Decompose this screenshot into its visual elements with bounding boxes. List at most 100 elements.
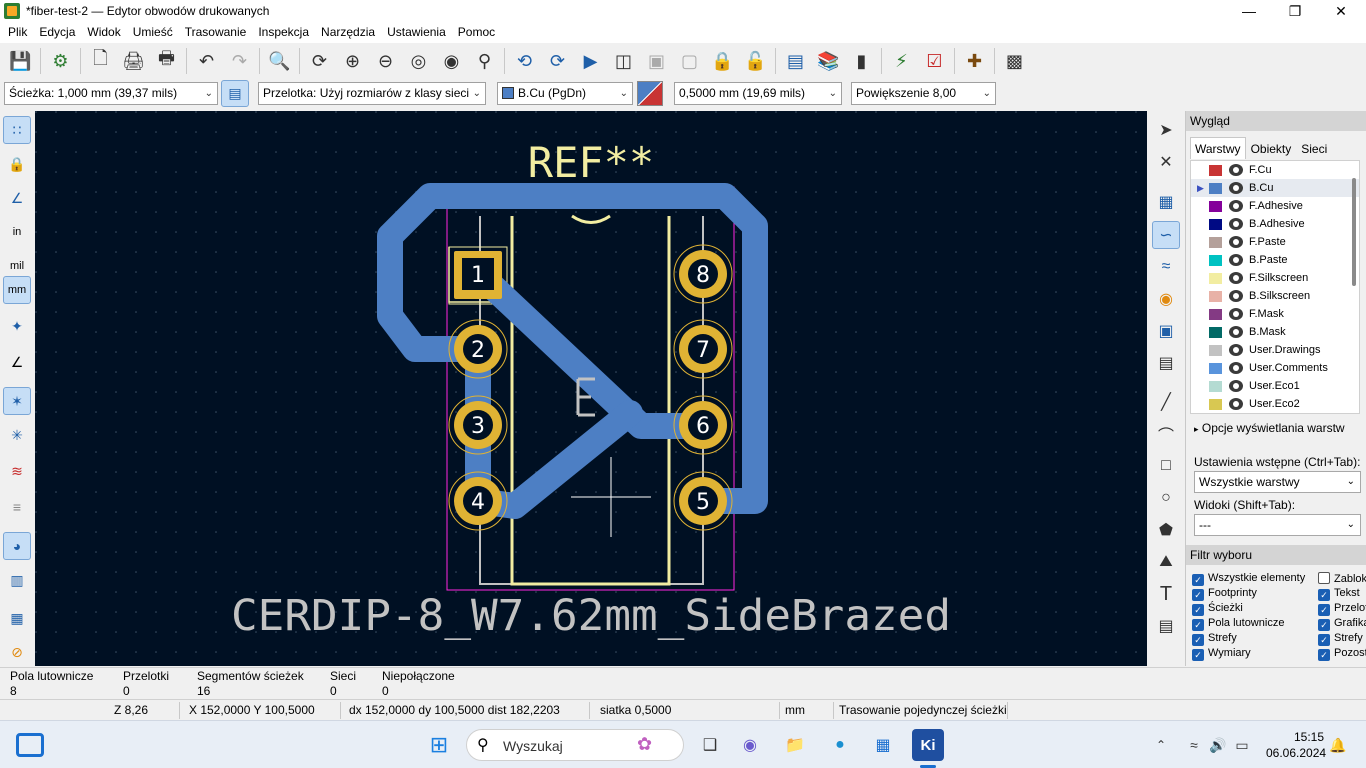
filter-checkbox[interactable]: ✓Strefy	[1192, 632, 1237, 646]
filter-checkbox[interactable]: ✓Footprinty	[1192, 587, 1257, 601]
draw-circle-icon[interactable]: ○	[1161, 489, 1171, 506]
rotate-ccw-icon[interactable]: ⟲	[516, 50, 533, 71]
menu-trasowanie[interactable]: Trasowanie	[184, 25, 247, 39]
ratsnest-angle-icon[interactable]: ∠	[10, 353, 24, 370]
layer-color-swatch[interactable]	[1209, 165, 1222, 176]
tab-nets[interactable]: Sieci	[1301, 142, 1328, 156]
notification-bell-icon[interactable]: 🔔	[1329, 736, 1347, 753]
visibility-eye-icon[interactable]	[1229, 164, 1243, 176]
layer-row[interactable]: B.Mask	[1191, 323, 1359, 341]
layer-color-swatch[interactable]	[1209, 273, 1222, 284]
visibility-eye-icon[interactable]	[1229, 344, 1243, 356]
layer-row[interactable]: F.Adhesive	[1191, 197, 1359, 215]
menu-umiesc[interactable]: Umieść	[132, 25, 173, 39]
filter-checkbox[interactable]: ✓Strefy	[1318, 632, 1363, 646]
grid-override-icon[interactable]: 🔒	[8, 155, 26, 172]
via-size-select[interactable]: Przelotka: Użyj rozmiarów z klasy sieci …	[258, 82, 486, 105]
update-pcb-icon[interactable]: ⚡	[895, 50, 908, 71]
scripting-console-icon[interactable]: ▩	[1005, 50, 1023, 71]
visibility-eye-icon[interactable]	[1229, 218, 1243, 230]
close-button[interactable]: ✕	[1335, 3, 1347, 19]
auto-track-width-button[interactable]: ▤	[221, 80, 249, 107]
edge-icon[interactable]: ●	[835, 736, 845, 753]
track-width-select[interactable]: Ścieżka: 1,000 mm (39,37 mils) ⌄	[4, 82, 218, 105]
drc-icon[interactable]: ☑	[926, 50, 943, 71]
add-via-icon[interactable]: ◉	[1159, 291, 1173, 308]
units-mm-icon[interactable]: mm	[3, 276, 31, 304]
layer-row[interactable]: F.Silkscreen	[1191, 269, 1359, 287]
layer-color-swatch[interactable]	[1209, 309, 1222, 320]
filter-checkbox[interactable]: Zablok	[1318, 572, 1366, 585]
layer-color-swatch[interactable]	[1209, 381, 1222, 392]
mirror-icon[interactable]: ◫	[614, 50, 632, 71]
layer-row[interactable]: F.Cu	[1191, 161, 1359, 179]
add-footprint-icon[interactable]: ▦	[1158, 194, 1174, 211]
chevron-up-icon[interactable]: ⌃	[1155, 738, 1167, 752]
filter-checkbox[interactable]: ✓Pozost	[1318, 647, 1366, 661]
task-view-icon[interactable]: ❑	[702, 737, 718, 754]
find-icon[interactable]: 🔍	[268, 50, 291, 71]
draw-arc-icon[interactable]: ⌒	[1157, 428, 1174, 445]
route-track-icon[interactable]: ∽	[1152, 221, 1180, 249]
visibility-eye-icon[interactable]	[1229, 272, 1243, 284]
visibility-eye-icon[interactable]	[1229, 398, 1243, 410]
lock-icon[interactable]: 🔒	[711, 50, 734, 71]
zone-display-icon[interactable]: ⊘	[11, 643, 23, 660]
menu-edycja[interactable]: Edycja	[39, 25, 76, 39]
filter-checkbox[interactable]: ✓Grafika	[1318, 617, 1366, 631]
layer-color-swatch[interactable]	[1209, 237, 1222, 248]
units-mil-icon[interactable]: mil	[9, 260, 25, 272]
visibility-eye-icon[interactable]	[1229, 380, 1243, 392]
draw-polygon-icon[interactable]: ⬟	[1159, 522, 1173, 539]
visibility-eye-icon[interactable]	[1229, 362, 1243, 374]
layer-row[interactable]: F.Mask	[1191, 305, 1359, 323]
add-textbox-icon[interactable]: ▤	[1158, 618, 1174, 635]
show-ratsnest-icon[interactable]: ✶	[3, 387, 31, 415]
zoom-out-icon[interactable]: ⊖	[377, 50, 394, 71]
add-text-icon[interactable]: T	[1159, 582, 1173, 605]
layer-row[interactable]: User.Eco1	[1191, 377, 1359, 395]
views-select[interactable]: --- ⌄	[1194, 514, 1361, 536]
zoom-selection-icon[interactable]: ⚲	[477, 50, 492, 71]
layer-color-swatch[interactable]	[1209, 327, 1222, 338]
filter-checkbox[interactable]: ✓Wszystkie elementy	[1192, 572, 1305, 586]
flip-icon[interactable]: ▶	[583, 50, 598, 71]
show-schematic-icon[interactable]: ✚	[966, 50, 983, 71]
layer-color-swatch[interactable]	[1209, 183, 1222, 194]
layer-row[interactable]: B.Adhesive	[1191, 215, 1359, 233]
menu-ustawienia[interactable]: Ustawienia	[387, 25, 446, 39]
save-icon[interactable]: 💾	[9, 50, 32, 71]
layer-row[interactable]: User.Comments	[1191, 359, 1359, 377]
zoom-in-icon[interactable]: ⊕	[344, 50, 361, 71]
filter-checkbox[interactable]: ✓Ścieżki	[1192, 602, 1243, 616]
visibility-eye-icon[interactable]	[1229, 254, 1243, 266]
visibility-eye-icon[interactable]	[1229, 290, 1243, 302]
redo-icon[interactable]: ↷	[231, 50, 248, 71]
wifi-icon[interactable]: ≈	[1190, 737, 1198, 753]
file-explorer-icon[interactable]: 📁	[785, 737, 805, 754]
layer-row[interactable]: User.Eco2	[1191, 395, 1359, 413]
rotate-cw-icon[interactable]: ⟳	[549, 50, 566, 71]
undo-icon[interactable]: ↶	[198, 50, 215, 71]
widgets-icon[interactable]	[16, 733, 44, 757]
visibility-eye-icon[interactable]	[1229, 200, 1243, 212]
draw-line-icon[interactable]: ╱	[1161, 394, 1171, 411]
visibility-eye-icon[interactable]	[1229, 308, 1243, 320]
zoom-fit-icon[interactable]: ◎	[410, 50, 427, 71]
cursor-style-icon[interactable]: ✦	[11, 317, 23, 334]
page-settings-icon[interactable]: 🗋	[93, 48, 108, 68]
maximize-button[interactable]: ❐	[1288, 3, 1302, 19]
layer-list-scrollbar[interactable]	[1352, 178, 1356, 286]
via-display-icon[interactable]: ▥	[10, 571, 24, 588]
grid-select[interactable]: 0,5000 mm (19,69 mils) ⌄	[674, 82, 842, 105]
menu-widok[interactable]: Widok	[87, 25, 121, 39]
board-setup-icon[interactable]: ⚙	[52, 50, 69, 71]
layer-color-swatch[interactable]	[1209, 363, 1222, 374]
filter-checkbox[interactable]: ✓Pola lutownicze	[1192, 617, 1284, 631]
pad-display-icon[interactable]: ◕	[3, 532, 31, 560]
tune-length-icon[interactable]: ≈	[1161, 258, 1171, 275]
polar-coords-icon[interactable]: ∠	[10, 189, 24, 206]
ungroup-icon[interactable]: ▢	[680, 50, 698, 71]
filter-checkbox[interactable]: ✓Wymiary	[1192, 647, 1251, 661]
tab-objects[interactable]: Obiekty	[1250, 142, 1292, 156]
